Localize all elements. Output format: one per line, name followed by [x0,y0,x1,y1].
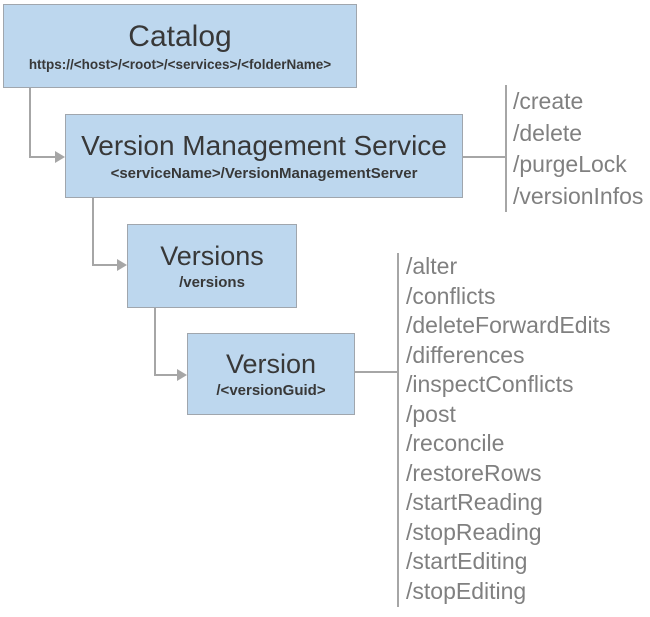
node-version-title: Version [225,348,317,379]
operation-startediting: /startEditing [406,548,528,574]
arrowhead-icon [55,151,65,163]
connector-catalog-vms-horizontal [29,156,56,158]
node-versions-title: Versions [160,240,264,271]
operation-inspectconflicts: /inspectConflicts [406,371,574,397]
connector-vms-versions-vertical [92,198,94,266]
connector-catalog-vms-vertical [29,88,31,158]
operation-stopreading: /stopReading [406,518,542,545]
arrowhead-icon [117,259,127,271]
node-version: Version /<versionGuid> [187,333,355,415]
node-catalog: Catalog https://<host>/<root>/<services>… [3,4,357,88]
connector-versions-version-horizontal [154,374,178,376]
operation-post: /post [406,400,456,427]
connector-versions-version-vertical [154,308,156,376]
operation-restorerows: /restoreRows [406,459,542,486]
node-version-management-service: Version Management Service <serviceName>… [65,114,463,198]
arrowhead-icon [177,369,187,381]
operation-alter: /alter [406,253,458,279]
operation-delete: /delete [513,119,583,146]
operation-stopediting: /stopEditing [406,577,527,604]
node-version-url: /<versionGuid> [216,382,326,400]
node-versions-url: /versions [179,274,245,292]
operation-startreading: /startReading [406,489,543,515]
operation-create: /create [513,88,584,114]
version-operations-connector [355,371,397,373]
operation-conflicts: /conflicts [406,282,496,309]
node-catalog-title: Catalog [128,20,232,54]
node-catalog-url: https://<host>/<root>/<services>/<folder… [28,56,332,72]
vms-operations-connector [463,156,505,158]
version-operations-bracket [397,253,399,607]
vms-operations-bracket [505,85,507,212]
node-versions: Versions /versions [127,224,297,308]
connector-vms-versions-horizontal [92,264,118,266]
operation-versioninfos: /versionInfos [513,182,644,209]
node-vms-url: <serviceName>/VersionManagementServer [110,164,418,182]
version-operations-list: /alter /conflicts /deleteForwardEdits /d… [406,252,611,606]
operation-deleteforwardedits: /deleteForwardEdits [406,312,611,338]
vms-operations-list: /create /delete /purgeLock /versionInfos [513,86,643,212]
node-vms-title: Version Management Service [81,130,447,162]
operation-differences: /differences [406,341,525,368]
operation-purgelock: /purgeLock [513,151,627,177]
operation-reconcile: /reconcile [406,430,505,456]
